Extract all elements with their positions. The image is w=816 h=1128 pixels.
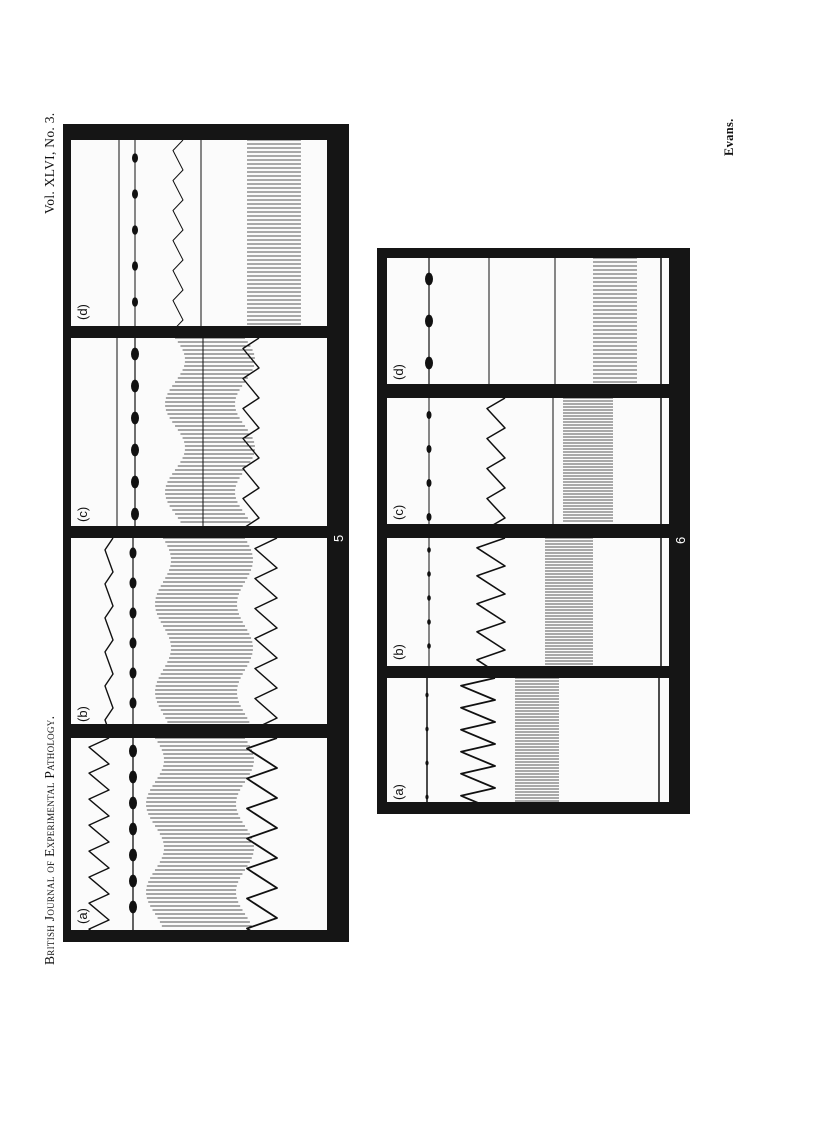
figure-6-panel-c bbox=[387, 398, 669, 524]
figure-6-panel-d bbox=[387, 258, 669, 384]
figure-6-label-d: (d) bbox=[391, 364, 406, 380]
figure-6-panel-b bbox=[387, 538, 669, 666]
figure-5: (d) (c) (b) (a) 5 bbox=[63, 124, 349, 942]
volume-label: Vol. XLVI, No. 3. bbox=[42, 112, 57, 215]
figure-5-label-c: (c) bbox=[75, 506, 90, 522]
figure-6-label-b: (b) bbox=[391, 644, 406, 660]
figure-5-label-a: (a) bbox=[75, 908, 90, 924]
f5a-trace bbox=[88, 738, 278, 930]
f5b-trace bbox=[104, 538, 278, 724]
figure-5-label-b: (b) bbox=[75, 706, 90, 722]
figure-5-label-d: (d) bbox=[75, 304, 90, 320]
figure-5-panel-d bbox=[71, 140, 327, 326]
figure-5-panel-a bbox=[71, 738, 327, 930]
f5d-trace bbox=[118, 140, 301, 326]
figure-6-panel-a bbox=[387, 678, 669, 802]
f6c-trace bbox=[426, 398, 662, 524]
figure-5-panel-b bbox=[71, 538, 327, 724]
f6a-trace bbox=[425, 678, 660, 802]
author-name: Evans. bbox=[722, 118, 736, 156]
figure-6-number: 6 bbox=[673, 536, 688, 544]
journal-title: British Journal of Experimental Patholog… bbox=[42, 715, 57, 965]
f6d-trace bbox=[425, 258, 662, 384]
f6b-trace bbox=[427, 538, 662, 666]
f5c-trace bbox=[116, 338, 260, 526]
figure-5-number: 5 bbox=[331, 534, 346, 542]
figure-6-label-c: (c) bbox=[391, 504, 406, 520]
figure-6: (d) (c) (b) (a) 6 bbox=[377, 248, 690, 814]
figure-6-label-a: (a) bbox=[391, 784, 406, 800]
figure-5-panel-c bbox=[71, 338, 327, 526]
